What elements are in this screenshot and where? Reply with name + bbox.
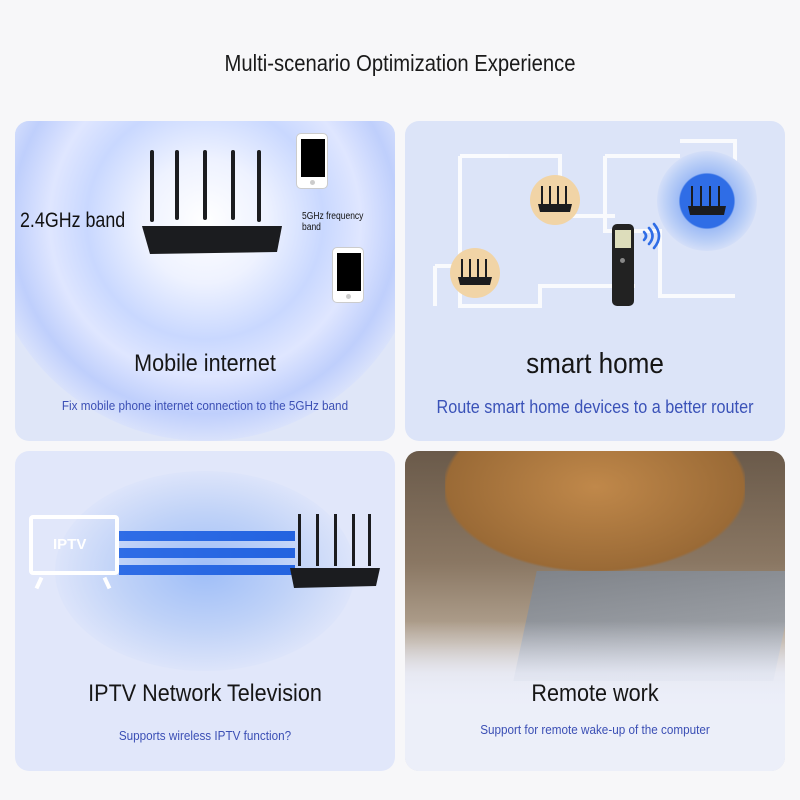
card-title: smart home [526, 348, 664, 380]
tv-stand [34, 576, 44, 590]
page-title: Multi-scenario Optimization Experience [224, 50, 576, 76]
card-title: Remote work [531, 680, 659, 707]
signal-stream [119, 548, 295, 558]
router-icon [458, 259, 492, 285]
band-24ghz-label: 2.4GHz band [20, 209, 126, 232]
router-highlight-ring [657, 151, 757, 251]
card-title: IPTV Network Television [88, 680, 322, 707]
card-smart-home: smart home Route smart home devices to a… [405, 121, 785, 441]
router-icon [688, 186, 726, 215]
smartphone-icon [332, 247, 364, 303]
tv-icon: IPTV [29, 515, 119, 575]
card-subtitle: Support for remote wake-up of the comput… [480, 722, 710, 737]
card-remote-work: Remote work Support for remote wake-up o… [405, 451, 785, 771]
smartphone-icon [296, 133, 328, 189]
signal-stream [119, 531, 295, 541]
router-icon [290, 514, 380, 588]
card-subtitle: Supports wireless IPTV function? [118, 728, 292, 743]
band-5ghz-label: 5GHz frequency band [302, 211, 364, 233]
signal-stream [119, 565, 295, 575]
smart-panel-icon [612, 224, 634, 306]
router-icon [142, 150, 282, 254]
card-mobile-internet: 2.4GHz band 5GHz frequency band Mobile i… [15, 121, 395, 441]
router-spot [450, 248, 500, 298]
tv-label: IPTV [53, 536, 87, 553]
photo-fade [405, 621, 785, 771]
card-subtitle: Fix mobile phone internet connection to … [61, 398, 349, 413]
card-subtitle: Route smart home devices to a better rou… [436, 397, 754, 417]
router-spot [530, 175, 580, 225]
photo-person [445, 451, 745, 571]
wifi-signal-icon [642, 222, 661, 250]
router-icon [538, 186, 572, 212]
card-title: Mobile internet [134, 350, 276, 377]
card-iptv: IPTV IPTV Network Television Supports wi… [15, 451, 395, 771]
